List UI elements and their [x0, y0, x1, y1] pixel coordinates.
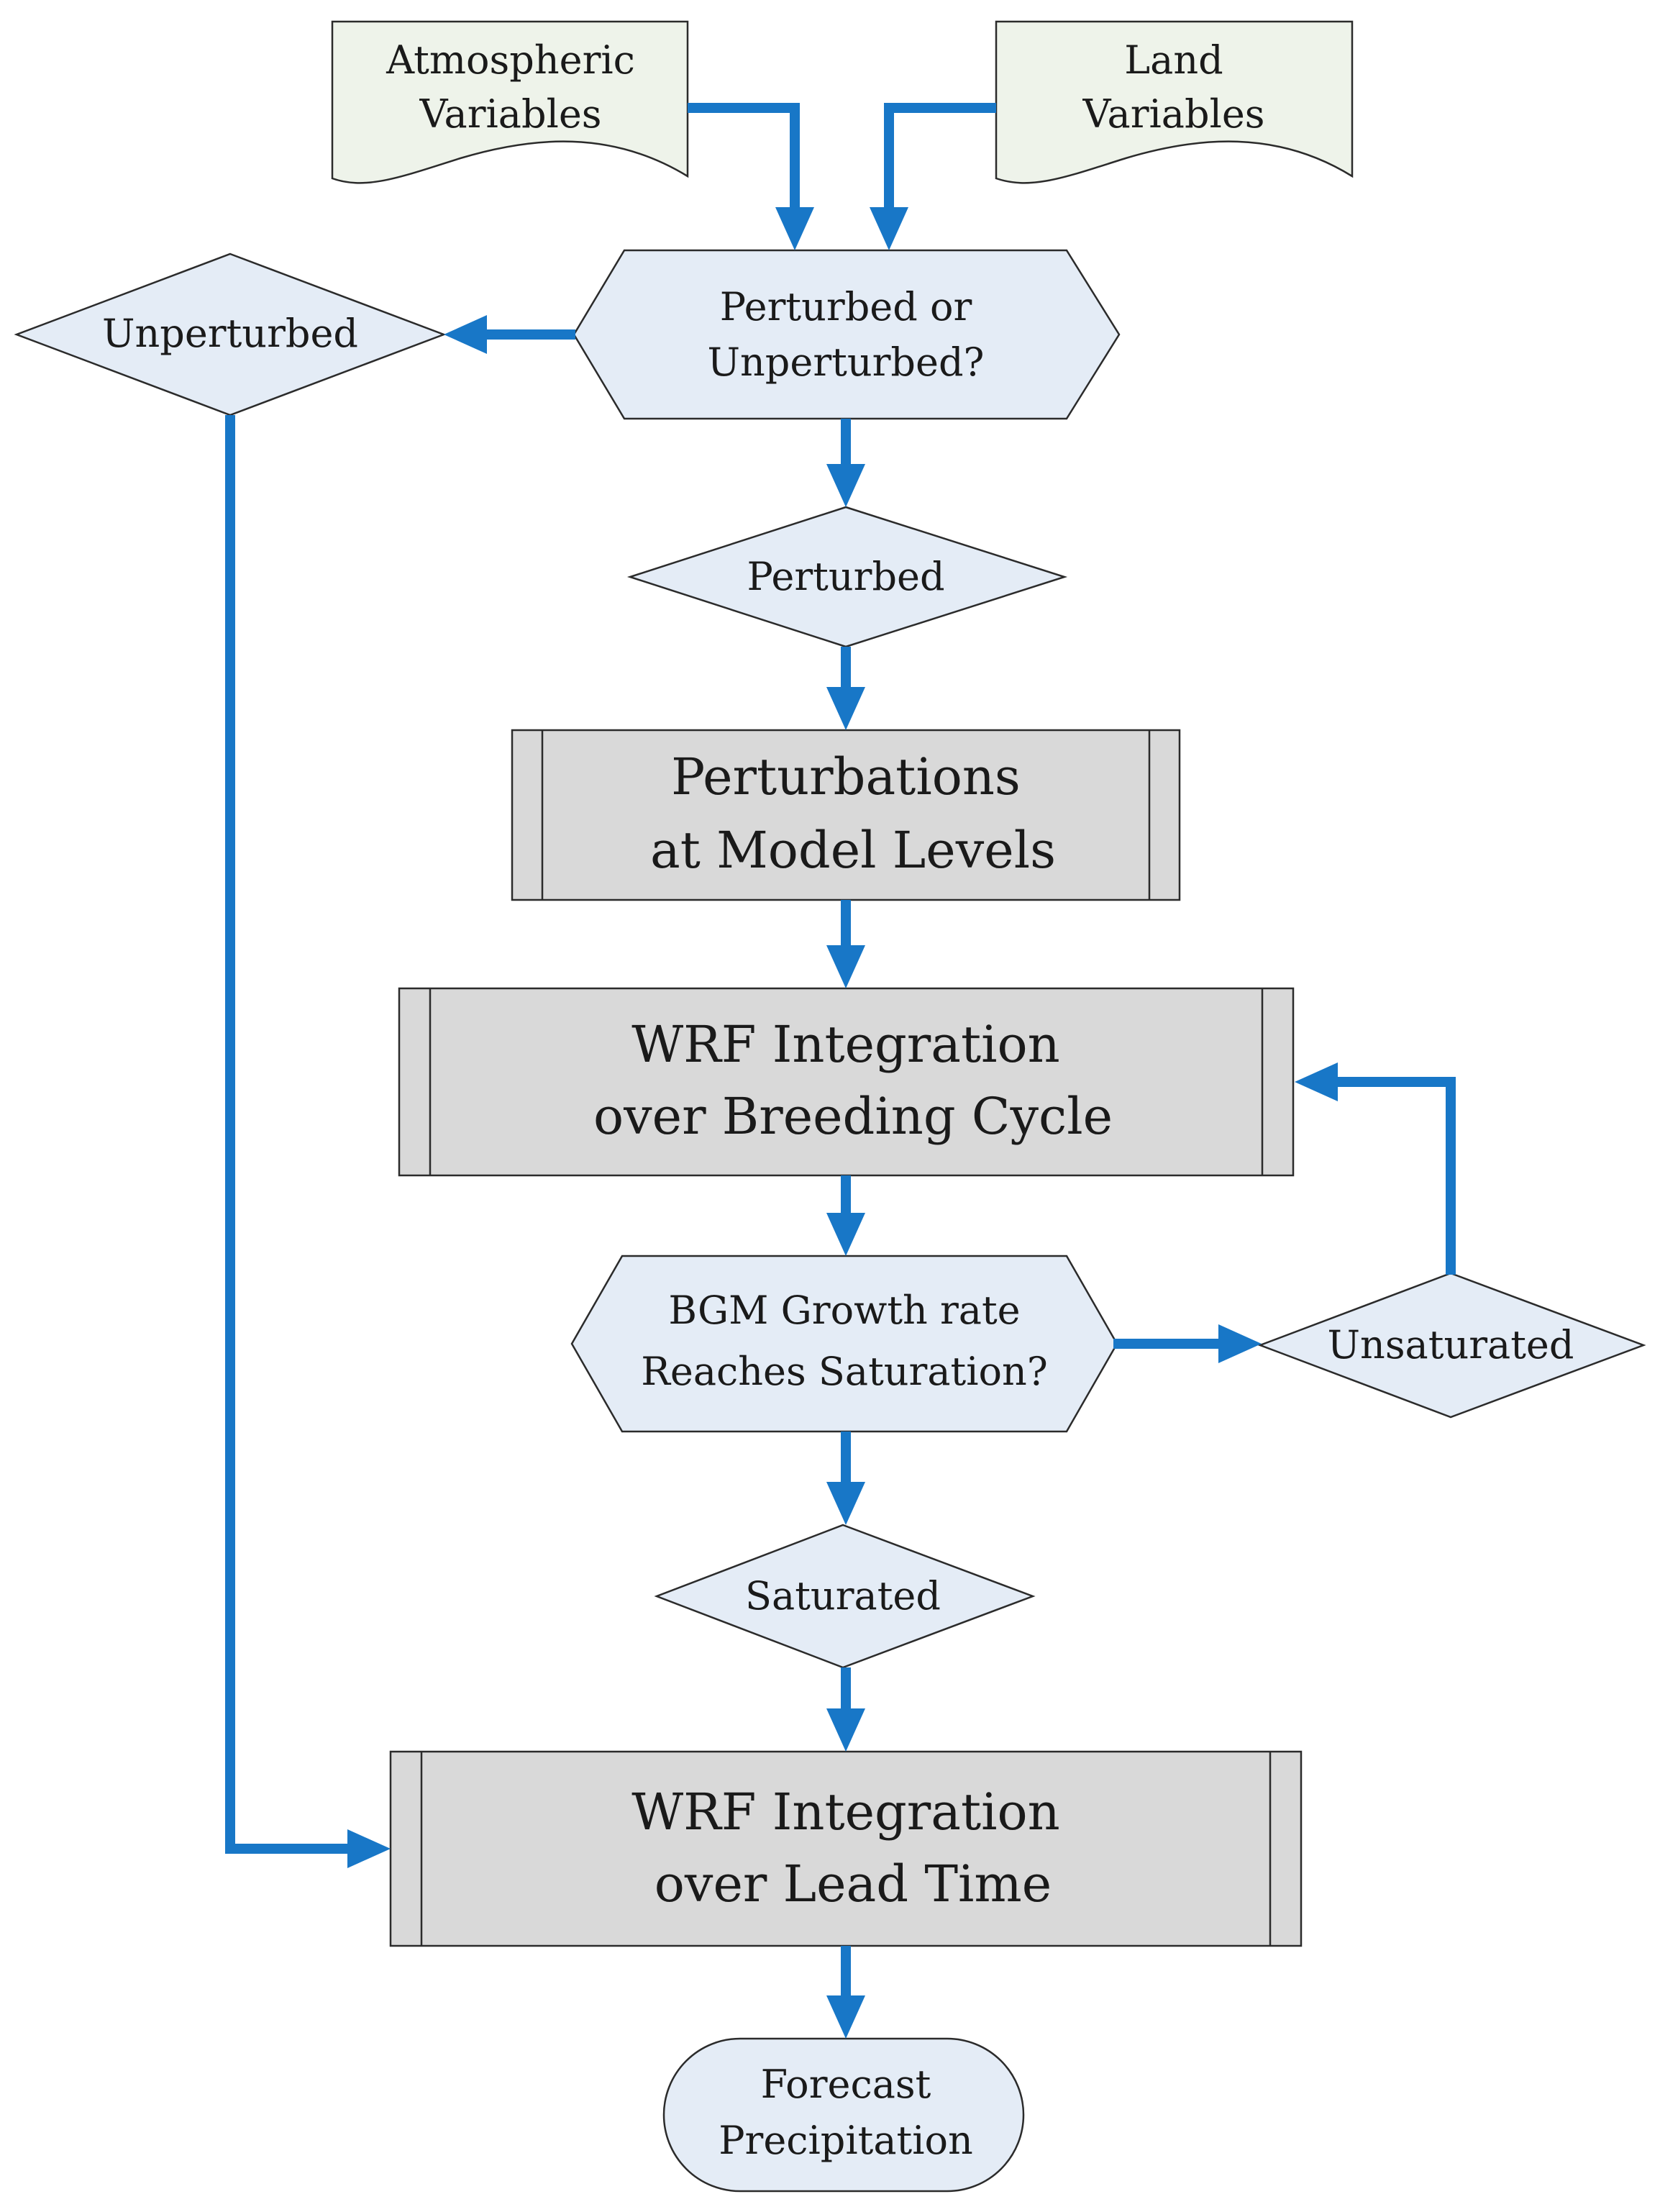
- atmospheric-variables-node: Atmospheric Variables: [331, 20, 689, 184]
- wrf-breeding-cycle-process: WRF Integration over Breeding Cycle: [398, 987, 1295, 1177]
- arrow-atmospheric-to-decision: [688, 103, 814, 250]
- bgm-decision-line-1: BGM Growth rate: [668, 1288, 1020, 1333]
- wrf-breeding-line-2: over Breeding Cycle: [593, 1087, 1113, 1146]
- arrow-bgm-to-saturated: [826, 1432, 865, 1525]
- atmospheric-variables-line-2: Variables: [419, 91, 601, 137]
- wrf-lead-line-2: over Lead Time: [655, 1854, 1052, 1913]
- arrow-perturbations-to-wrf-breeding: [826, 900, 865, 988]
- arrow-perturbed-to-perturbations: [826, 647, 865, 730]
- land-variables-node: Land Variables: [995, 20, 1354, 184]
- arrow-bgm-to-unsaturated: [1113, 1324, 1262, 1363]
- perturbed-decision-line-2: Unperturbed?: [708, 340, 985, 385]
- land-variables-line-2: Variables: [1082, 91, 1264, 137]
- wrf-lead-time-process: WRF Integration over Lead Time: [389, 1750, 1303, 1947]
- arrow-wrf-breeding-to-bgm: [826, 1175, 865, 1256]
- wrf-breeding-line-1: WRF Integration: [631, 1015, 1060, 1074]
- saturated-node: Saturated: [654, 1524, 1036, 1669]
- forecast-line-1: Forecast: [761, 2062, 931, 2107]
- saturated-label: Saturated: [745, 1573, 941, 1619]
- perturbations-process: Perturbations at Model Levels: [511, 729, 1181, 901]
- perturbed-or-unperturbed-decision: Perturbed or Unperturbed?: [573, 249, 1121, 420]
- perturbations-line-2: at Model Levels: [650, 821, 1056, 880]
- forecast-precipitation-terminal: Forecast Precipitation: [662, 2037, 1025, 2193]
- arrow-unsaturated-loop-to-wrf-breeding: [1295, 1062, 1456, 1275]
- perturbed-node: Perturbed: [626, 506, 1068, 648]
- unsaturated-label: Unsaturated: [1328, 1322, 1574, 1367]
- arrow-unperturbed-to-wrf-lead: [225, 415, 391, 1868]
- arrow-wrf-lead-to-forecast: [826, 1946, 865, 2039]
- arrow-decision-to-unperturbed: [444, 315, 575, 354]
- forecast-line-2: Precipitation: [719, 2118, 973, 2163]
- land-variables-line-1: Land: [1124, 37, 1223, 83]
- arrow-saturated-to-wrf-lead: [826, 1667, 865, 1752]
- unperturbed-node: Unperturbed: [14, 252, 447, 417]
- atmospheric-variables-line-1: Atmospheric: [386, 37, 635, 83]
- perturbed-decision-line-1: Perturbed or: [720, 284, 972, 329]
- unperturbed-label: Unperturbed: [102, 311, 358, 356]
- unsaturated-node: Unsaturated: [1257, 1272, 1646, 1419]
- arrow-decision-to-perturbed: [826, 419, 865, 507]
- perturbations-line-1: Perturbations: [671, 747, 1021, 806]
- bgm-growth-rate-decision: BGM Growth rate Reaches Saturation?: [570, 1255, 1118, 1433]
- wrf-lead-line-1: WRF Integration: [631, 1783, 1060, 1842]
- perturbed-label: Perturbed: [747, 554, 944, 599]
- arrow-land-to-decision: [870, 103, 996, 250]
- bgm-decision-line-2: Reaches Saturation?: [641, 1349, 1048, 1394]
